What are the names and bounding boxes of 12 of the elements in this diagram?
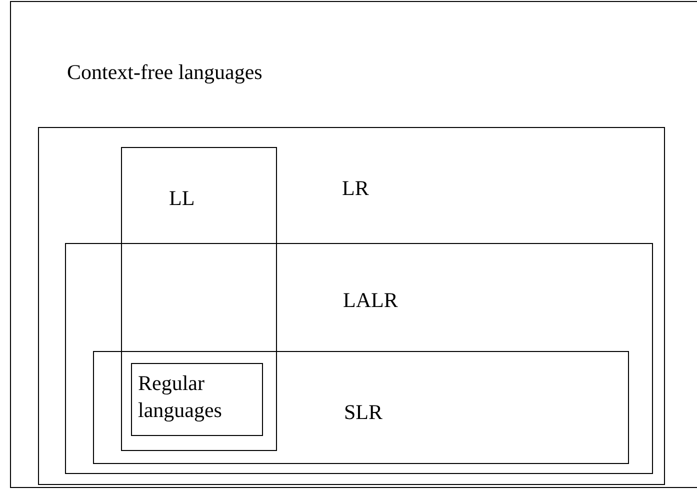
set-boundary — [93, 351, 629, 464]
set-boundary — [121, 147, 277, 451]
set-label: Regular languages — [138, 370, 223, 424]
set-label: LALR — [343, 287, 398, 314]
set-label: LL — [169, 185, 195, 212]
set-boundary — [38, 127, 665, 485]
set-label: SLR — [344, 399, 383, 426]
set-label: Context-free languages — [67, 59, 262, 86]
set-boundary — [131, 363, 263, 436]
set-label: LR — [342, 175, 369, 202]
set-boundary — [10, 1, 697, 488]
set-boundary — [65, 243, 653, 474]
